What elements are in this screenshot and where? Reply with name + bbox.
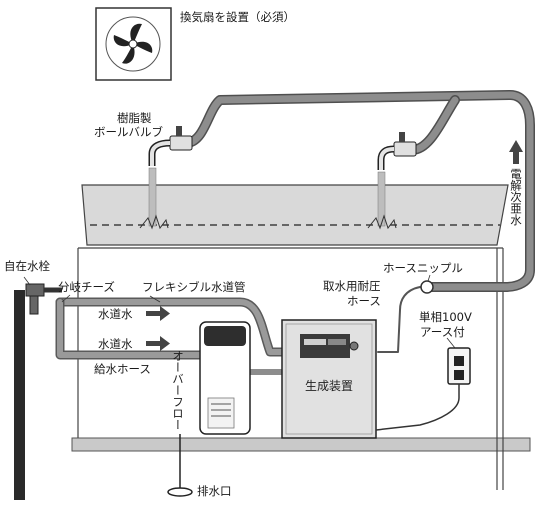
sink-basin [81,184,509,246]
supply-hose-label: 給水ホース [94,362,151,376]
power-outlet [375,347,471,431]
generator-device [281,319,377,439]
pressure-hose-label-line2: ホース [347,294,381,308]
overflow-label: オーバーフロー [171,350,185,431]
water-streams [139,167,397,230]
pressure-hose-label-line1: 取水用耐圧 [323,279,381,293]
fan-label: 換気扇を設置（必須） [180,10,295,24]
generator-label: 生成装置 [305,379,354,393]
tap-water-arrows [146,306,170,351]
supply-hoses [55,297,287,375]
ventilation-fan-icon [95,7,172,81]
tap-water-label-1: 水道水 [98,307,133,321]
resin-valve-label-line2: ボールバルブ [94,125,163,139]
floor-shelf [71,437,531,452]
flexible-pipe-label: フレキシブル水道管 [142,280,246,294]
faucet-post [14,283,62,500]
leader-lines [23,274,456,349]
right-ball-valve [377,132,417,170]
left-ball-valve [148,126,193,166]
tap-water-label-2: 水道水 [98,337,133,351]
hose-nipple-label: ホースニップル [383,261,463,275]
branch-tee-label: 分岐チーズ [58,280,115,294]
drain-label: 排水口 [197,484,232,498]
hose-nipple [420,280,434,294]
power-label-line2: アース付 [420,325,465,339]
faucet-label: 自在水栓 [4,259,50,273]
power-label-line1: 単相100V [419,310,472,324]
valve-hose [183,90,535,353]
drain-pipe [167,434,193,497]
supply-tank [199,321,251,435]
resin-valve-label-line1: 樹脂製 [117,111,152,125]
electrolyzed-water-label: 電解次亜水 [509,168,523,226]
up-arrow-icon [509,140,523,164]
